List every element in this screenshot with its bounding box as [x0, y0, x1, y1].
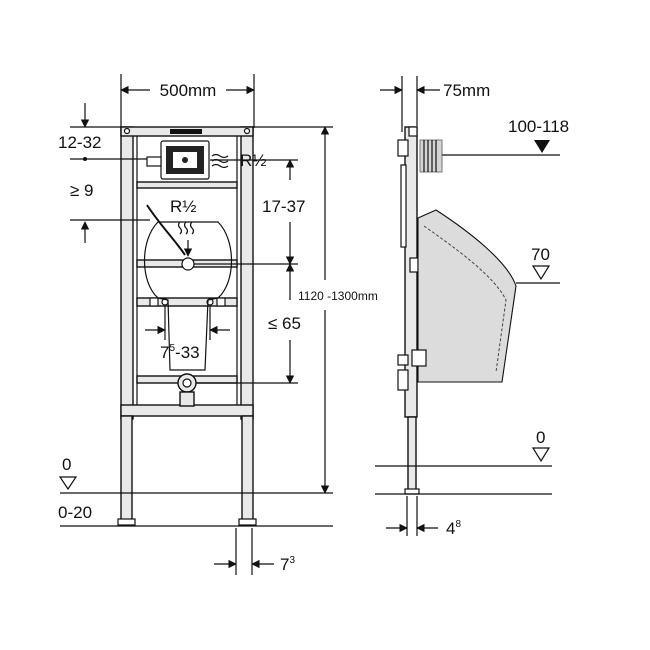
front-view: 500mm R½ [58, 74, 378, 575]
label-12-32: 12-32 [58, 133, 101, 152]
urinal-side-outlet [411, 349, 427, 367]
foot-left [117, 518, 136, 526]
cross-rail-mount [136, 297, 238, 307]
side-floor-triangle [531, 447, 551, 463]
side-supply-ribs [423, 140, 437, 172]
drain-outlet-inner [182, 378, 192, 388]
side-supply-connection [419, 139, 443, 173]
label-floor-0-side: 0 [536, 428, 545, 447]
label-4-8: 48 [446, 519, 461, 538]
frame-logo-plate [170, 129, 202, 134]
side-frame-top-cap [408, 126, 418, 137]
side-frame-bracket-bottom [397, 369, 409, 391]
cross-rail-upper [136, 181, 238, 189]
water-inlet-wave-icon [177, 221, 195, 235]
bracket-right [216, 297, 226, 307]
label-le-65: ≤ 65 [268, 314, 301, 333]
inlet-connector [181, 257, 195, 271]
water-wave-icon [211, 153, 229, 169]
label-floor-0-front: 0 [62, 455, 71, 474]
frame-screw-top-left [123, 127, 131, 135]
label-ge-9: ≥ 9 [70, 181, 94, 200]
urinal-outline-front [143, 221, 233, 371]
label-height-range: 1120 -1300mm [298, 289, 378, 303]
urinal-side-body [417, 209, 517, 383]
side-view: 75mm 100-118 70 0 48 [375, 76, 569, 538]
supply-valve [182, 157, 188, 163]
frame-right-post [240, 126, 254, 420]
urinal-side-inner [423, 225, 507, 373]
label-7-5-33: 75-33 [160, 343, 200, 362]
side-frame-bracket-mid [409, 257, 419, 273]
label-0-20: 0-20 [58, 503, 92, 522]
dim-100-118-triangle [534, 140, 550, 153]
label-70: 70 [531, 245, 550, 264]
label-7-3: 73 [280, 555, 295, 574]
drain-pipe [179, 391, 195, 407]
width-label: 500mm [160, 81, 217, 100]
label-17-37: 17-37 [262, 197, 305, 216]
floor-level-triangle [58, 476, 78, 491]
label-100-118: 100-118 [508, 117, 569, 136]
side-frame-bracket-top [397, 139, 409, 157]
r-half-center-label: R½ [170, 197, 196, 216]
side-frame-bracket-low [397, 354, 409, 366]
bracket-left [149, 297, 159, 307]
side-leg [407, 416, 417, 494]
foot-right [238, 518, 257, 526]
frame-left-post [120, 126, 134, 420]
depth-label: 75mm [443, 81, 490, 100]
dim-12-32-dot [83, 157, 87, 161]
leg-right [241, 415, 254, 523]
leg-left [120, 415, 133, 523]
side-foot [404, 488, 420, 495]
supply-pipe [146, 204, 186, 256]
dim-70-triangle [531, 265, 551, 281]
side-frame-inner-bar [400, 164, 407, 248]
supply-left-clip [146, 156, 162, 167]
frame-screw-top-right [243, 127, 251, 135]
